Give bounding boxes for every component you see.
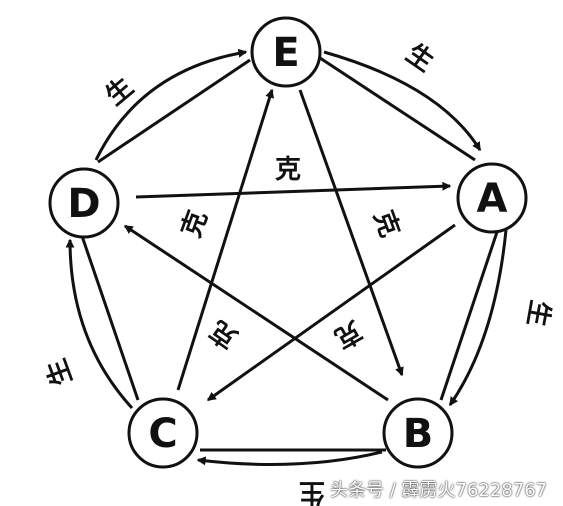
overcoming-star xyxy=(123,88,456,402)
chord-d-e xyxy=(97,58,251,164)
label-overcome-b-d: 克 xyxy=(205,314,244,353)
node-b: B xyxy=(382,397,454,469)
watermark-text: 头条号 / 霹雳火76228767 xyxy=(330,480,548,501)
label-generate-e-a: 生 xyxy=(400,39,439,78)
star-c-to-e xyxy=(176,88,275,391)
node-d-label: D xyxy=(67,181,100,227)
arc-d-to-e xyxy=(94,48,248,161)
node-b-label: B xyxy=(403,411,434,457)
chord-c-d xyxy=(80,235,140,401)
label-overcome-e-b: 克 xyxy=(367,207,404,242)
node-a: A xyxy=(456,162,528,234)
label-overcome-d-a: 克 xyxy=(275,155,301,185)
node-e-label: E xyxy=(272,30,299,76)
arc-c-to-d xyxy=(65,238,134,410)
label-generate-c-d: 生 xyxy=(41,355,78,390)
arc-b-to-c xyxy=(196,450,383,466)
node-d: D xyxy=(48,167,120,239)
arc-a-to-b xyxy=(448,229,508,407)
label-overcome-a-c: 克 xyxy=(329,315,367,354)
label-generate-a-b: 生 xyxy=(521,298,555,329)
node-a-label: A xyxy=(477,176,508,222)
star-e-to-b xyxy=(298,89,404,377)
relation-labels: 生 生 生 生 生 克 克 克 克 克 xyxy=(41,39,554,506)
label-overcome-c-e: 克 xyxy=(176,207,213,242)
label-generate-b-c: 生 xyxy=(299,477,325,506)
generating-cycle xyxy=(65,48,508,466)
star-a-to-c xyxy=(206,223,456,402)
star-b-to-d xyxy=(123,224,389,402)
node-e: E xyxy=(250,16,322,88)
chord-a-b xyxy=(439,231,499,401)
star-d-to-a xyxy=(135,181,452,199)
node-c-label: C xyxy=(148,411,177,457)
node-c: C xyxy=(127,397,199,469)
chord-e-a xyxy=(319,56,476,162)
arc-e-to-a xyxy=(323,50,482,152)
